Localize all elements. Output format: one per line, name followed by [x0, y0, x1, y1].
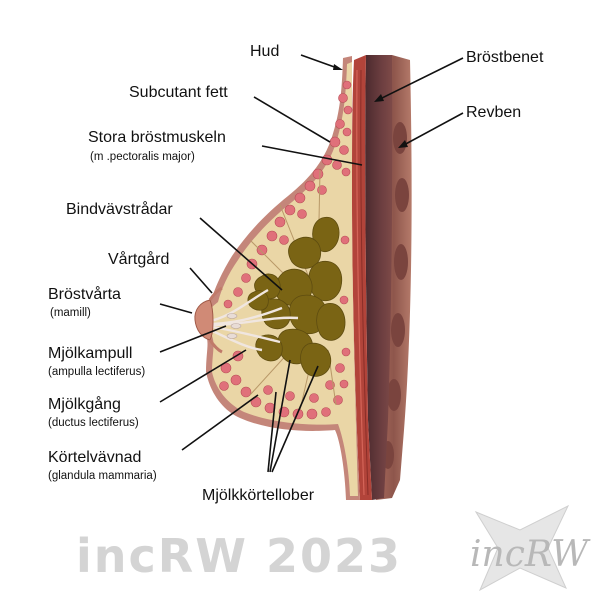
- label-gland-latin: (glandula mammaria): [48, 470, 157, 482]
- watermark-logo: incRW: [470, 504, 591, 592]
- label-pectoralis: Stora bröstmuskeln: [88, 129, 226, 146]
- label-pectoralis-latin: (m .pectoralis major): [90, 151, 195, 163]
- fat-lobules: [219, 80, 353, 420]
- svg-text:incRW: incRW: [470, 534, 591, 575]
- label-nipple: Bröstvårta: [48, 285, 121, 303]
- label-skin: Hud: [250, 43, 279, 60]
- label-lobes: Mjölkkörtellober: [202, 487, 315, 504]
- label-duct-latin: (ductus lectiferus): [48, 417, 139, 429]
- sternum: [365, 55, 393, 500]
- label-ribs: Revben: [466, 104, 521, 121]
- label-sternum: Bröstbenet: [466, 49, 544, 66]
- labels: Hud Bröstbenet Subcutant fett Revben Sto…: [48, 43, 544, 504]
- gland-lobes: [247, 216, 346, 377]
- label-ligaments: Bindvävstrådar: [66, 200, 173, 218]
- label-gland: Körtelvävnad: [48, 449, 141, 466]
- milk-ampullae: [226, 313, 242, 339]
- pointer-lines: [159, 54, 464, 473]
- nipple: [194, 286, 223, 354]
- label-ampulla: Mjölkampull: [48, 345, 132, 362]
- label-subcutaneous-fat: Subcutant fett: [129, 84, 228, 101]
- label-duct: Mjölkgång: [48, 395, 121, 413]
- label-ampulla-latin: (ampulla lectiferus): [48, 366, 145, 378]
- watermark-text: incRW 2023: [76, 529, 402, 583]
- pectoralis-muscle: [352, 55, 372, 500]
- label-areola: Vårtgård: [108, 250, 169, 268]
- label-nipple-latin: (mamill): [50, 307, 91, 319]
